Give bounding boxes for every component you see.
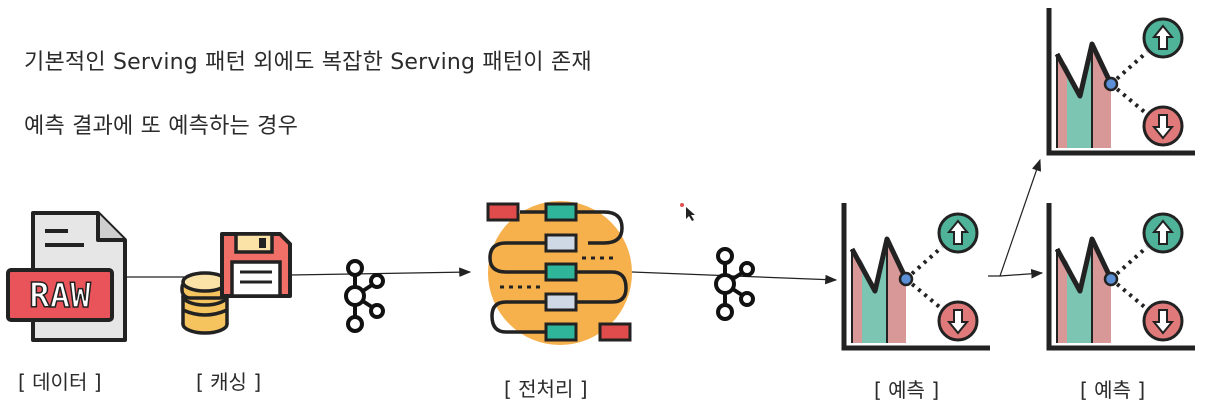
prediction-chart-icon-1 xyxy=(844,203,990,348)
connector-branch-lower xyxy=(999,268,1044,279)
connector-cache-queue xyxy=(289,267,472,277)
kafka-icon-2 xyxy=(714,247,755,321)
raw-file-icon: RAW xyxy=(6,211,127,342)
label-predict-2: [ 예측 ] xyxy=(1080,378,1146,402)
workflow-icon xyxy=(486,201,632,345)
mouse-cursor-icon xyxy=(680,203,695,221)
label-preprocess: [ 전처리 ] xyxy=(504,377,588,401)
description-line-1: 기본적인 Serving 패턴 외에도 복잡한 Serving 패턴이 존재 xyxy=(24,50,592,75)
connector-branch xyxy=(988,158,1042,277)
label-predict-1: [ 예측 ] xyxy=(874,378,940,402)
kafka-icon-1 xyxy=(344,259,385,333)
prediction-chart-icon-2 xyxy=(1049,203,1195,348)
raw-text: RAW xyxy=(29,276,91,316)
floppy-database-icon xyxy=(180,232,292,335)
label-data: [ 데이터 ] xyxy=(18,370,102,394)
description-line-2: 예측 결과에 또 예측하는 경우 xyxy=(24,114,299,139)
prediction-chart-icon-3 xyxy=(1049,8,1195,153)
label-cache: [ 캐싱 ] xyxy=(196,370,262,394)
